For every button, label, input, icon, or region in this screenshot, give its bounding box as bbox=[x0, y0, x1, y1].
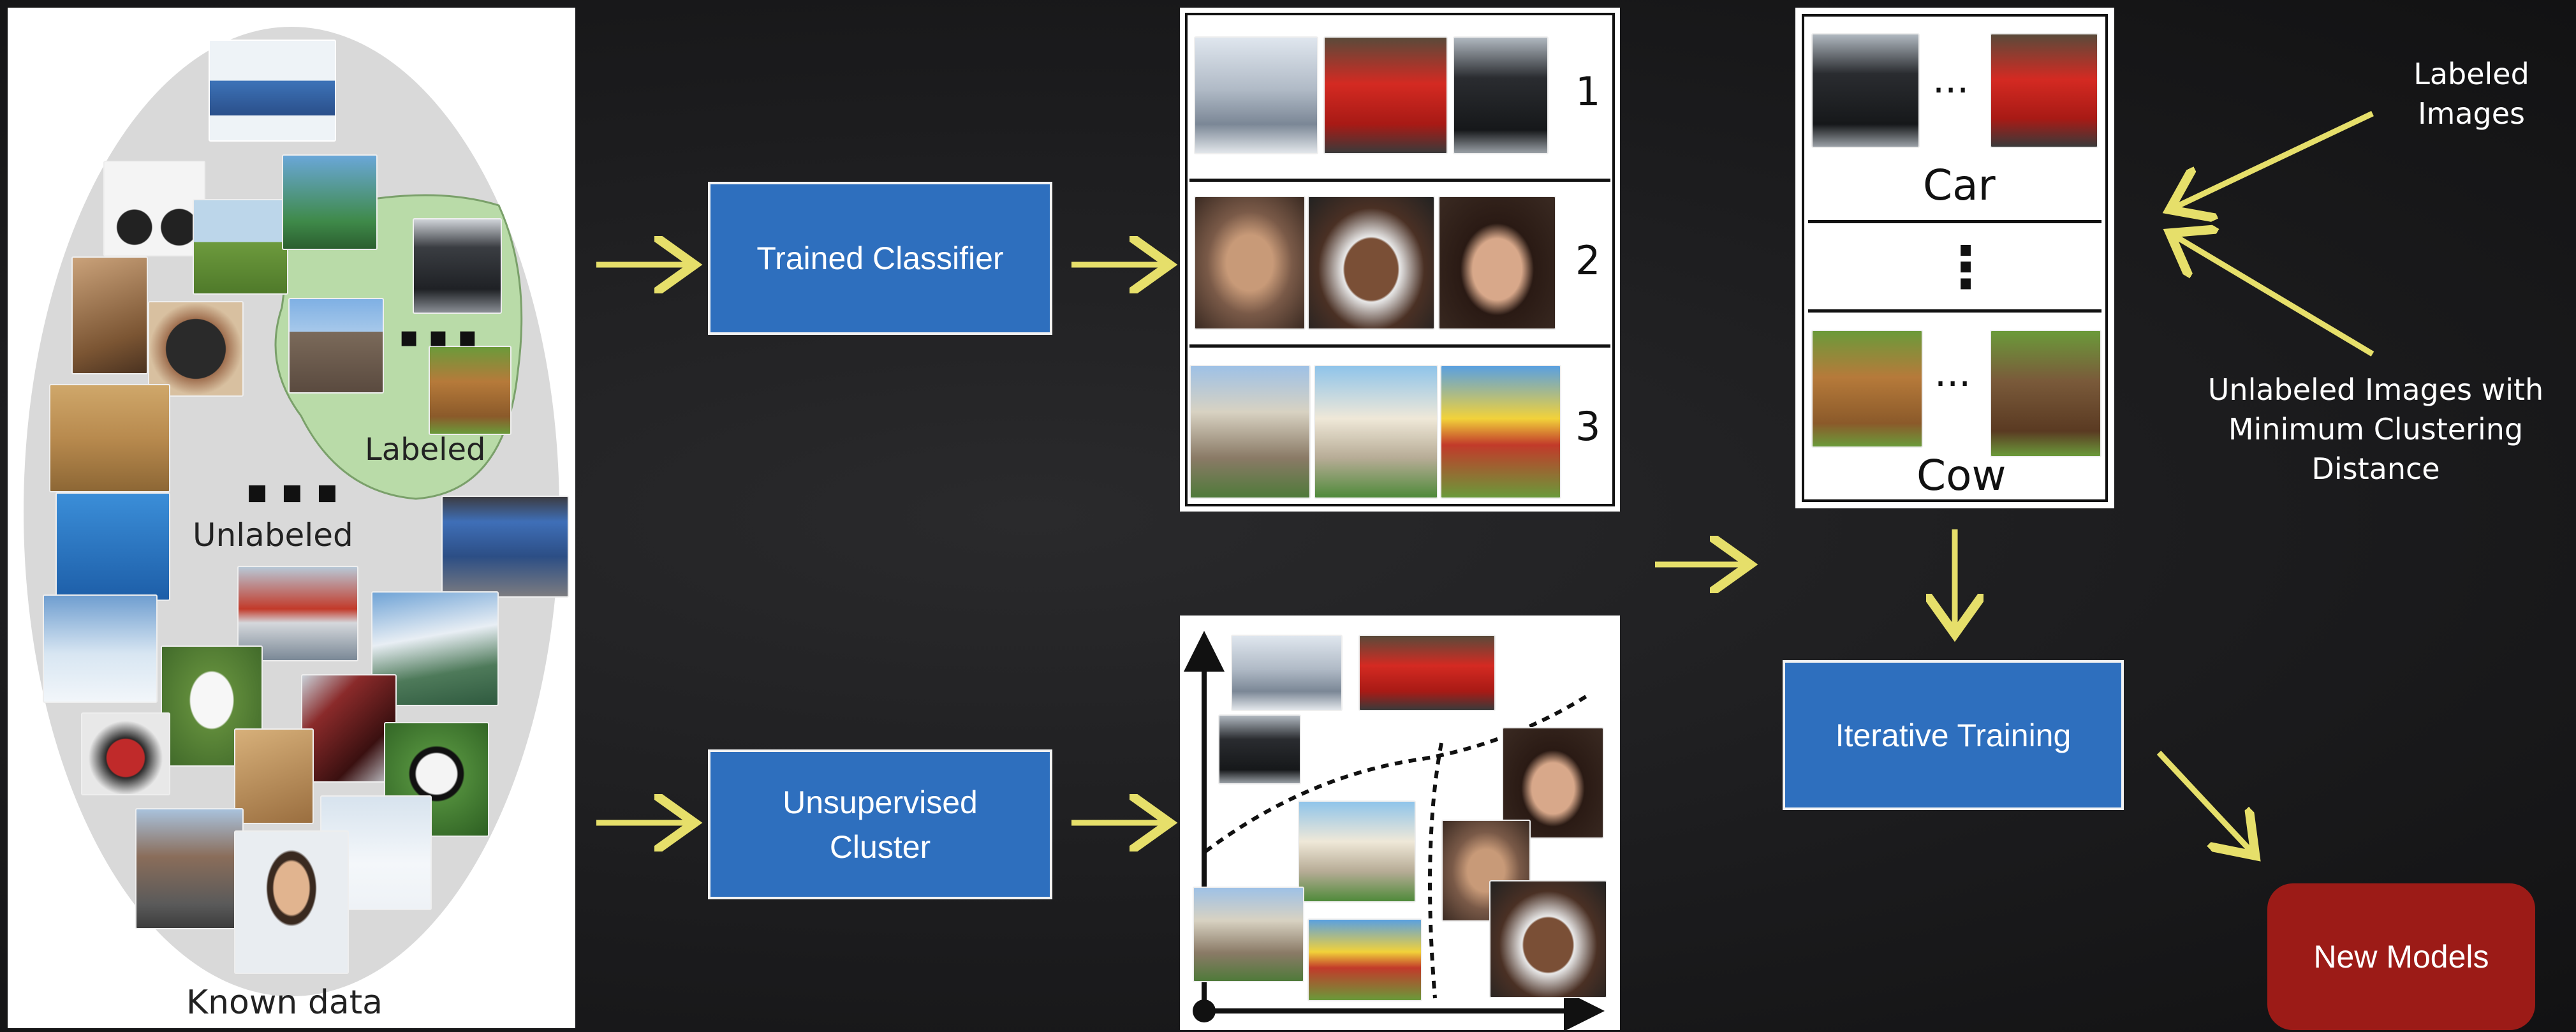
iterative-training-box[interactable]: Iterative Training bbox=[1783, 660, 2124, 810]
quad-bike-photo bbox=[81, 712, 170, 795]
new-models-label: New Models bbox=[2313, 939, 2489, 975]
house-thumb-1 bbox=[1189, 365, 1311, 499]
unsupervised-cluster-label-2: Cluster bbox=[829, 829, 931, 865]
unsupervised-cluster-label-1: Unsupervised bbox=[783, 784, 978, 820]
unlabeled-images-line-3: Distance bbox=[2311, 452, 2440, 486]
scatter-house-1 bbox=[1193, 887, 1304, 982]
laptop-photo bbox=[441, 496, 569, 598]
known-data-panel: ■ ■ ■ Labeled ■ ■ ■ Unlabeled Known data bbox=[8, 8, 575, 1028]
label-assignment-panel: ··· Car ⋮ ··· Cow bbox=[1795, 8, 2114, 508]
ski-scene-photo bbox=[43, 594, 158, 703]
unlabeled-images-annotation: Unlabeled Images with Minimum Clustering… bbox=[2181, 370, 2570, 489]
cow-example-2 bbox=[1990, 330, 2101, 457]
new-models-box[interactable]: New Models bbox=[2267, 883, 2535, 1030]
group-divider bbox=[1189, 344, 1610, 348]
helmet-photo bbox=[148, 301, 244, 397]
arrow-unlabeled-images bbox=[2175, 236, 2374, 357]
group-number-1: 1 bbox=[1575, 68, 1601, 115]
arrow-iterative-to-new-models bbox=[2156, 750, 2251, 851]
house-thumb-3 bbox=[1440, 365, 1561, 499]
cow-ellipsis: ··· bbox=[1934, 362, 1971, 406]
car-example-red bbox=[1990, 33, 2098, 148]
unsupervised-cluster-box[interactable]: Unsupervised Cluster bbox=[708, 749, 1052, 899]
castle-photo bbox=[288, 298, 384, 394]
palm-trees-photo bbox=[282, 154, 378, 250]
iterative-training-label: Iterative Training bbox=[1835, 717, 2072, 753]
class-label-cow: Cow bbox=[1917, 451, 2006, 500]
trained-classifier-box[interactable]: Trained Classifier bbox=[708, 182, 1052, 335]
car-thumb-black bbox=[1453, 36, 1549, 154]
cluster-scatter-panel bbox=[1180, 616, 1620, 1030]
label-divider bbox=[1808, 220, 2101, 223]
suv-photo bbox=[413, 218, 502, 314]
cow-example-1 bbox=[1811, 330, 1923, 448]
lions-photo bbox=[49, 384, 170, 492]
street-photo bbox=[135, 808, 244, 929]
class-label-car: Car bbox=[1923, 161, 1996, 210]
cat-photo bbox=[71, 256, 148, 374]
orcas-photo bbox=[55, 492, 170, 601]
car-thumb-red bbox=[1323, 36, 1448, 154]
known-data-caption: Known data bbox=[186, 984, 383, 1022]
kitten-photo bbox=[234, 728, 314, 824]
scatter-car-black bbox=[1218, 714, 1301, 785]
arrow-labeled-images bbox=[2175, 110, 2374, 207]
unlabeled-dots: ■ ■ ■ bbox=[247, 480, 341, 505]
scatter-house-2 bbox=[1298, 800, 1416, 903]
group-divider bbox=[1189, 179, 1610, 182]
labeled-dots: ■ ■ ■ bbox=[400, 327, 480, 349]
cluster-boundary-2 bbox=[1428, 742, 1443, 999]
scatter-car-silver bbox=[1231, 635, 1343, 711]
scatter-house-3 bbox=[1307, 918, 1422, 1001]
panel-border bbox=[1185, 13, 1615, 506]
person-photo bbox=[234, 830, 349, 974]
group-number-3: 3 bbox=[1575, 403, 1601, 450]
labeled-images-line-2: Images bbox=[2417, 96, 2526, 131]
car-example-black bbox=[1811, 33, 1920, 148]
group-number-2: 2 bbox=[1575, 237, 1601, 284]
cluster-boundary-1 bbox=[1204, 693, 1589, 853]
unlabeled-images-line-2: Minimum Clustering bbox=[2228, 412, 2524, 446]
car-photo bbox=[209, 40, 336, 142]
calf-photo bbox=[429, 346, 512, 435]
label-panel-border bbox=[1802, 14, 2108, 502]
trained-classifier-label: Trained Classifier bbox=[756, 240, 1004, 276]
phone-photo bbox=[301, 674, 397, 783]
label-divider bbox=[1808, 309, 2101, 313]
car-thumb-silver bbox=[1194, 36, 1318, 154]
classified-groups-panel: 1 2 3 bbox=[1180, 8, 1620, 512]
cow-photo bbox=[193, 199, 288, 295]
axis-origin bbox=[1193, 999, 1216, 1022]
house-thumb-2 bbox=[1314, 365, 1438, 499]
face-thumb-3 bbox=[1438, 196, 1556, 330]
scatter-car-red bbox=[1358, 635, 1496, 711]
face-thumb-2 bbox=[1307, 196, 1435, 330]
labeled-images-line-1: Labeled bbox=[2413, 57, 2529, 91]
scatter-face-2 bbox=[1489, 880, 1607, 998]
labeled-images-annotation: Labeled Images bbox=[2385, 54, 2558, 133]
classes-vertical-ellipsis: ⋮ bbox=[1937, 234, 1994, 301]
car-ellipsis: ··· bbox=[1932, 68, 1969, 113]
unlabeled-images-line-1: Unlabeled Images with bbox=[2207, 372, 2544, 407]
labeled-text: Labeled bbox=[365, 432, 486, 468]
motorcycle-photo bbox=[103, 161, 205, 256]
face-thumb-1 bbox=[1194, 196, 1306, 330]
unlabeled-text: Unlabeled bbox=[193, 517, 353, 554]
